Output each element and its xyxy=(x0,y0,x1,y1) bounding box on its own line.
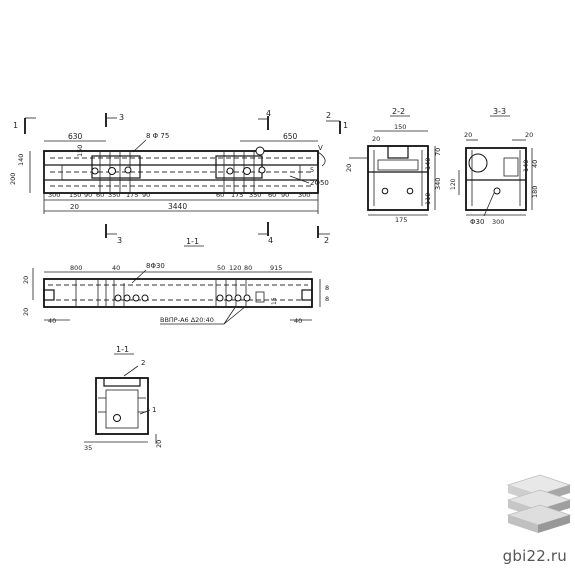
elevation-title: 1-1 xyxy=(186,237,199,246)
elevation-callout: ВВПР-А6 Δ20:40 xyxy=(160,316,214,324)
dim-650: 650 xyxy=(283,132,298,141)
section-3-3-title: 3-3 xyxy=(493,107,506,116)
rebar-label-8phi75: 8 Φ 75 xyxy=(146,132,169,140)
dim-8a-elev: 8 xyxy=(325,284,329,292)
dim-15-elev: 15 xyxy=(271,297,278,305)
dim-340-s22: 340 xyxy=(434,178,442,190)
dim-175-s22: 175 xyxy=(395,216,407,224)
dim-915-elev: 915 xyxy=(270,264,282,272)
dim-row-1: 150 xyxy=(69,191,81,199)
dim-300-s33: 300 xyxy=(492,218,504,226)
dim-row-9: 350 xyxy=(249,191,261,199)
dim-20-elev-left: 20 xyxy=(22,276,30,284)
detail-dim-35: 35 xyxy=(84,444,92,452)
section-3-3: 3-3 20 20 120 40 140 180 Φ30 300 xyxy=(450,107,539,226)
detail-mark-2: 2 xyxy=(141,359,145,367)
site-watermark: gbi22.ru xyxy=(502,547,567,565)
dim-120-s33: 120 xyxy=(450,178,457,190)
dim-40-elev: 40 xyxy=(112,264,120,272)
dim-row-4: 350 xyxy=(108,191,120,199)
dim-150-plan: 150 xyxy=(76,145,84,157)
dim-20-s22-left: 20 xyxy=(345,164,353,172)
dim-40b-elev-bottom-right: 40 xyxy=(294,317,302,325)
dim-row-0: 300 xyxy=(48,191,60,199)
dim-70-s22: 70 xyxy=(434,148,442,156)
section-mark-1-left: 1 xyxy=(13,121,18,130)
dim-row-10: 60 xyxy=(268,191,276,199)
dim-110-s22: 110 xyxy=(424,193,432,205)
section-mark-3-bottom: 3 xyxy=(117,236,122,245)
dim-row-5: 175 xyxy=(126,191,138,199)
plan-view: 1 3 4 2 1 630 650 8 Φ 75 xyxy=(9,109,348,245)
section-mark-4-bottom: 4 xyxy=(268,236,273,245)
dim-180-s33: 180 xyxy=(531,186,539,198)
dim-row-7: 60 xyxy=(216,191,224,199)
elevation-1-1: 1-1 800 40 8Φ30 50 120 80 915 20 20 xyxy=(22,237,329,325)
dim-20-s33-a: 20 xyxy=(464,131,472,139)
dim-row-2: 90 xyxy=(84,191,92,199)
section-mark-2-bottom: 2 xyxy=(324,236,329,245)
dim-800-elev: 800 xyxy=(70,264,82,272)
dim-140-s33: 140 xyxy=(522,160,530,172)
dim-3440: 3440 xyxy=(168,202,187,211)
detail-mark-1: 1 xyxy=(152,406,156,414)
detail-1-1: 1-1 2 1 35 20 xyxy=(84,345,163,452)
dim-140-s22: 140 xyxy=(424,158,432,170)
dim-200-left: 200 xyxy=(9,173,17,185)
dim-5: 5 xyxy=(310,166,314,174)
section-mark-3-top: 3 xyxy=(119,113,124,122)
section-mark-1-right: 1 xyxy=(343,121,348,130)
label-phi30-s33: Φ30 xyxy=(470,218,484,226)
section-mark-4-top: 4 xyxy=(266,109,271,118)
dim-20b-elev-left: 20 xyxy=(22,308,30,316)
detail-dim-20: 20 xyxy=(155,440,163,448)
dim-20-s22: 20 xyxy=(372,135,380,143)
dim-8b-elev: 8 xyxy=(325,295,329,303)
dim-40-s33: 40 xyxy=(531,160,539,168)
mark-v: V xyxy=(318,144,323,152)
section-2-2: 2-2 150 20 70 140 340 110 20 175 xyxy=(345,107,442,224)
dim-630: 630 xyxy=(68,132,83,141)
dim-40-elev-bottom-left: 40 xyxy=(48,317,56,325)
rebar-8phi30: 8Φ30 xyxy=(146,262,165,270)
dim-row-11: 90 xyxy=(281,191,289,199)
dim-120-elev: 120 xyxy=(229,264,241,272)
detail-title: 1-1 xyxy=(116,345,129,354)
brand-logo xyxy=(506,474,572,533)
dim-50-elev: 50 xyxy=(217,264,225,272)
dim-row-12: 300 xyxy=(298,191,310,199)
dim-20-plan: 20 xyxy=(70,203,79,211)
dim-140-left: 140 xyxy=(17,154,25,166)
dim-row-8: 175 xyxy=(231,191,243,199)
dim-150-s22: 150 xyxy=(394,123,406,131)
dim-80-elev: 80 xyxy=(244,264,252,272)
label-2phi50: 2Φ50 xyxy=(310,179,329,187)
dim-row-6: 90 xyxy=(142,191,150,199)
dim-row-3: 60 xyxy=(96,191,104,199)
section-2-2-title: 2-2 xyxy=(392,107,405,116)
section-mark-2-top: 2 xyxy=(326,111,331,120)
dim-20-s33-b: 20 xyxy=(525,131,533,139)
